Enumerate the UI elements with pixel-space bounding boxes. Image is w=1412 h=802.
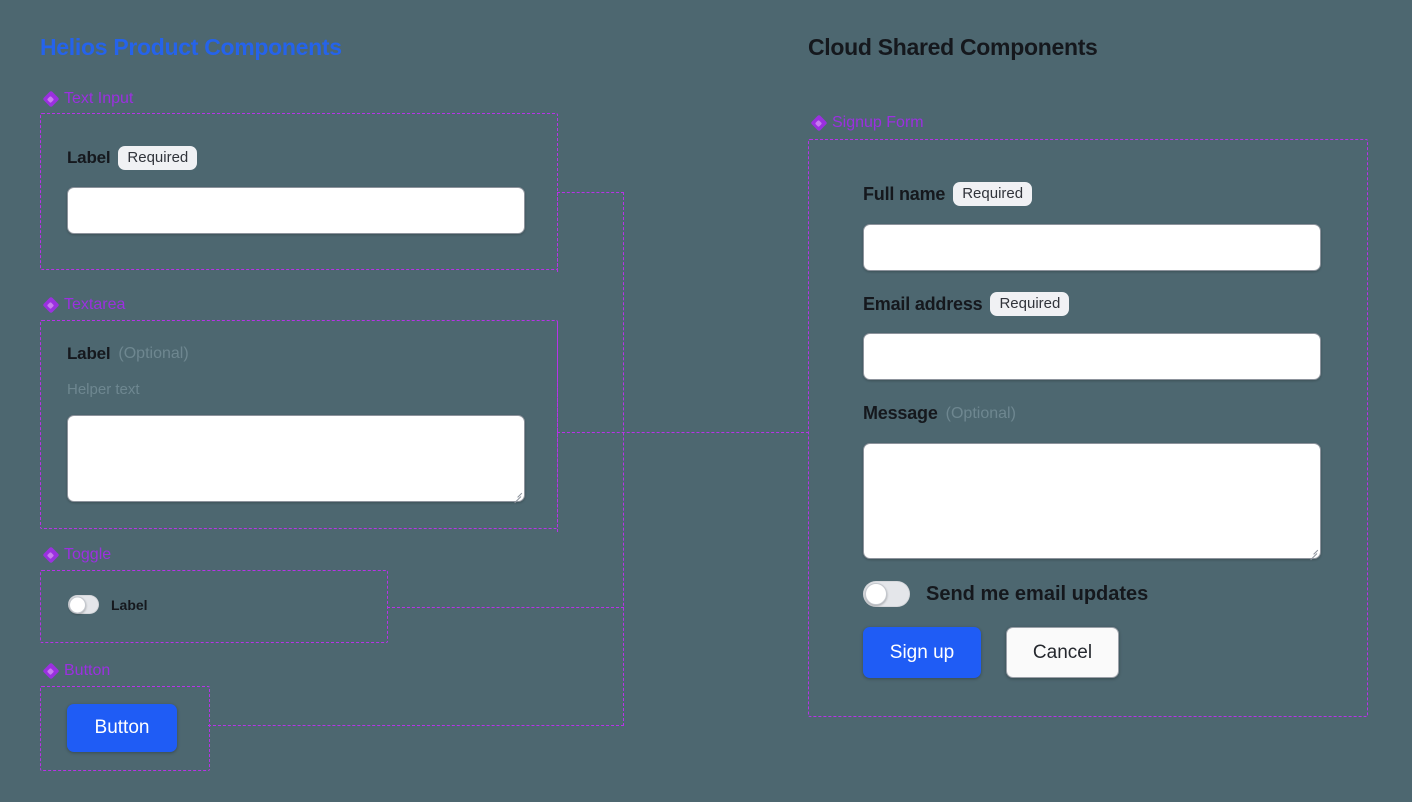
textarea-field[interactable] [67, 415, 525, 502]
section-label-text: Signup Form [832, 114, 924, 131]
full-name-label-row: Full name Required [863, 182, 1033, 207]
message-label: Message [863, 403, 938, 423]
textarea-optional-tag: (Optional) [118, 345, 189, 362]
group-box-text-input [40, 113, 558, 270]
toggle-switch[interactable] [68, 595, 99, 614]
sign-up-button[interactable]: Sign up [863, 627, 981, 678]
section-label-text: Text Input [64, 90, 134, 107]
text-input-label: Label [67, 148, 111, 168]
group-box-button [40, 686, 210, 771]
group-box-toggle [40, 570, 388, 643]
email-updates-toggle-row[interactable]: Send me email updates [863, 581, 1148, 607]
section-label-text: Textarea [64, 296, 126, 313]
text-input-required-badge: Required [118, 146, 198, 171]
message-textarea-wrapper [863, 443, 1321, 561]
connector-toggle [387, 607, 624, 608]
text-input-field[interactable] [67, 187, 525, 234]
section-label-text-input: Text Input [42, 90, 134, 108]
textarea-label: Label [67, 344, 111, 363]
connector-textarea-to-form [557, 432, 809, 433]
toggle-knob [865, 583, 887, 605]
email-updates-toggle-switch[interactable] [863, 581, 910, 607]
full-name-required-badge: Required [953, 182, 1033, 207]
cancel-button[interactable]: Cancel [1006, 627, 1119, 678]
section-label-text: Button [64, 662, 111, 679]
left-panel-title: Helios Product Components [40, 34, 342, 60]
diamond-icon [42, 546, 59, 564]
diamond-icon [42, 296, 59, 314]
message-optional-tag: (Optional) [945, 404, 1016, 422]
connector-button [208, 725, 624, 726]
full-name-input[interactable] [863, 224, 1321, 271]
diamond-icon [42, 90, 59, 108]
email-updates-toggle-label: Send me email updates [926, 582, 1149, 605]
message-textarea[interactable] [863, 443, 1321, 559]
section-label-toggle: Toggle [42, 546, 112, 564]
toggle-label: Label [111, 596, 148, 613]
diamond-icon [42, 662, 59, 680]
right-panel-title: Cloud Shared Components [808, 34, 1098, 60]
email-required-badge: Required [990, 292, 1070, 317]
group-box-textarea [40, 320, 558, 529]
message-label-row: Message (Optional) [863, 403, 1016, 424]
connector-spine-vertical [623, 192, 624, 726]
toggle-row[interactable]: Label [68, 595, 148, 614]
diamond-icon [810, 114, 827, 132]
email-input[interactable] [863, 333, 1321, 380]
textarea-wrapper [67, 415, 525, 504]
email-label: Email address [863, 293, 983, 314]
toggle-knob [69, 596, 86, 613]
email-label-row: Email address Required [863, 292, 1070, 317]
section-label-signup-form: Signup Form [810, 114, 924, 132]
textarea-label-row: Label (Optional) [67, 344, 189, 364]
section-label-button: Button [42, 662, 111, 680]
full-name-label: Full name [863, 183, 946, 204]
text-input-label-row: Label Required [67, 146, 198, 171]
section-label-text: Toggle [64, 546, 112, 563]
connector-text-input-top [557, 192, 624, 193]
demo-button[interactable]: Button [67, 704, 177, 752]
group-box-signup-form [808, 139, 1368, 717]
textarea-helper-text: Helper text [67, 381, 140, 398]
section-label-textarea: Textarea [42, 296, 126, 314]
